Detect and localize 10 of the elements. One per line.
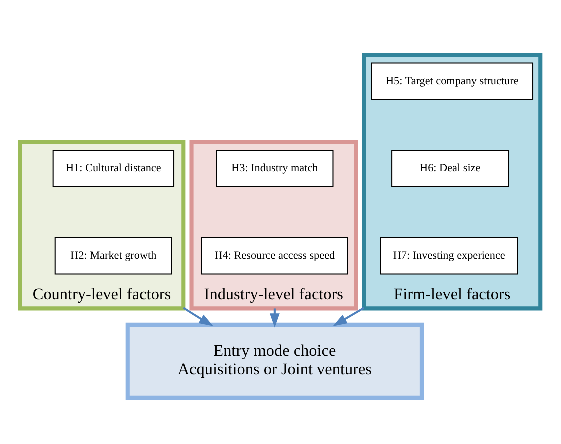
arrow bbox=[333, 306, 365, 326]
node-box: H7: Investing experience bbox=[380, 236, 518, 274]
node-box: H5: Target company structure bbox=[371, 62, 534, 100]
node-box: H3: Industry match bbox=[216, 149, 334, 188]
node-box: H1: Cultural distance bbox=[52, 149, 175, 188]
node-box: H4: Resource access speed bbox=[201, 236, 348, 274]
node-box: H6: Deal size bbox=[392, 149, 510, 188]
node-box: H2: Market growth bbox=[54, 236, 172, 274]
node-box: Entry mode choice Acquisitions or Joint ventures bbox=[126, 322, 424, 400]
arrow bbox=[183, 306, 214, 326]
